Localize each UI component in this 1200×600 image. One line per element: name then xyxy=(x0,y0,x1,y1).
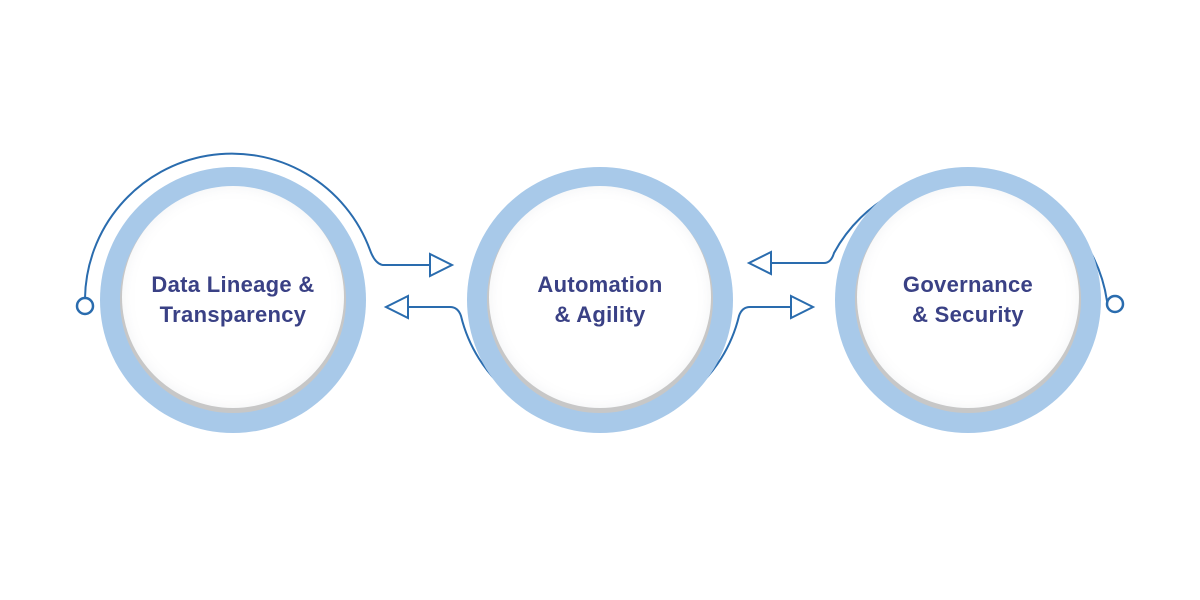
node-label: Data Lineage & Transparency xyxy=(100,167,366,433)
node-inner-circle xyxy=(857,186,1079,408)
node-label-line1: Governance xyxy=(902,272,1034,297)
node-label-line2: Transparency xyxy=(159,302,307,327)
node-label: Automation & Agility xyxy=(467,167,733,433)
arrow-center-to-right-icon xyxy=(790,294,816,320)
node-label-line2: & Security xyxy=(912,302,1024,327)
right-end-marker-icon xyxy=(1105,294,1125,314)
node-label: Governance & Security xyxy=(835,167,1101,433)
node-label-line1: Automation xyxy=(537,272,663,297)
node-label-line2: & Agility xyxy=(554,302,646,327)
left-end-marker-icon xyxy=(75,296,95,316)
node-data-lineage: Data Lineage & Transparency xyxy=(100,167,366,433)
node-inner-circle xyxy=(122,186,344,408)
node-label-line1: Data Lineage & xyxy=(151,272,315,297)
arrow-right-to-center-icon xyxy=(746,250,772,276)
left-node-loop-arc xyxy=(84,152,431,299)
node-governance: Governance & Security xyxy=(835,167,1101,433)
node-automation: Automation & Agility xyxy=(467,167,733,433)
arrow-center-to-left-icon xyxy=(383,294,409,320)
node-inner-circle xyxy=(489,186,711,408)
arrow-left-to-center-icon xyxy=(429,252,455,278)
